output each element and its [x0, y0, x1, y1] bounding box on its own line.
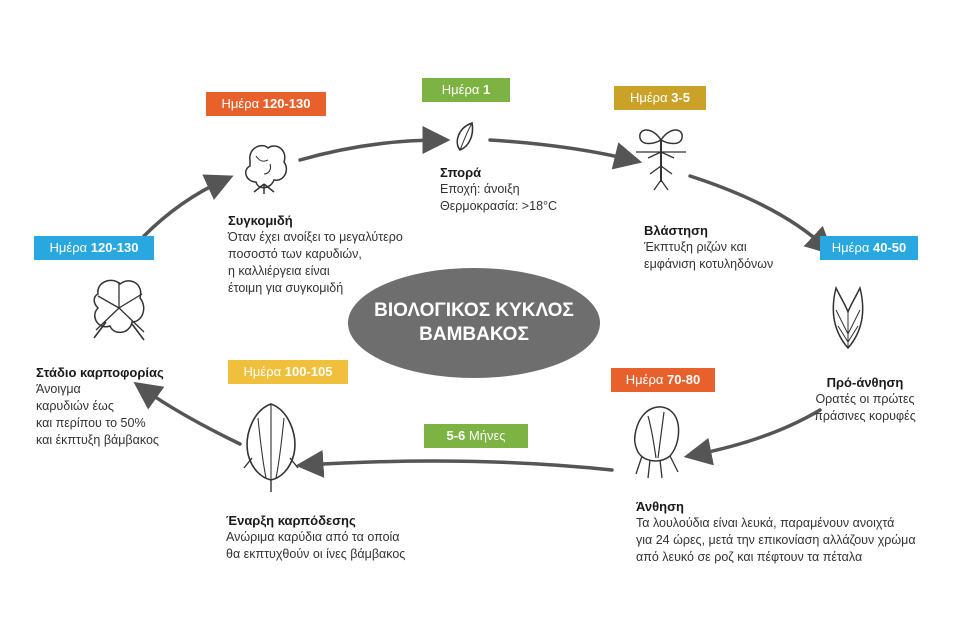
stage-title: Πρό-άνθηση: [826, 375, 904, 390]
stage-title: Έναρξη καρπόδεσης: [226, 513, 356, 528]
bud-icon: [243, 403, 299, 492]
stage-desc-line: έτοιμη για συγκομιδή: [228, 281, 344, 295]
badge-prefix: Ημέρα: [630, 90, 672, 105]
cycle-title-line1: ΒΙΟΛΟΓΙΚΟΣ ΚΥΚΛΟΣ: [374, 300, 574, 321]
stage-sowing: Σπορά Εποχή: άνοιξη Θερμοκρασία: >18°C: [440, 164, 600, 215]
badge-bloom-day: Ημέρα 70-80: [611, 368, 715, 392]
arrow-fruitset-to-boll: [133, 381, 242, 446]
stage-desc-line: και περίπου το 50%: [36, 416, 146, 430]
stage-bloom: Άνθηση Τα λουλούδια είναι λευκά, παραμέν…: [636, 498, 936, 566]
badge-prefix: Ημέρα: [221, 96, 263, 111]
stage-desc-line: πράσινες κορυφές: [814, 409, 916, 423]
badge-sowing-day: Ημέρα 1: [422, 78, 510, 102]
stage-desc-line: ποσοστό των καρυδιών,: [228, 247, 362, 261]
badge-fruitset-day: Ημέρα 100-105: [228, 360, 348, 384]
stage-desc-line: καρυδιών έως: [36, 399, 114, 413]
arrow-germination-to-prebloom: [688, 174, 834, 256]
stage-desc-line: η καλλιέργεια είναι: [228, 264, 330, 278]
stage-boll: Στάδιο καρποφορίας Άνοιγμα καρυδιών έως …: [36, 364, 196, 449]
badge-prefix: Ημέρα: [49, 240, 91, 255]
stage-desc-line: Εποχή: άνοιξη: [440, 182, 520, 196]
badge-value: 3-5: [671, 90, 690, 105]
arrow-sowing-to-germination: [488, 138, 643, 170]
badge-value: 40-50: [872, 240, 907, 255]
badge-prefix: Ημέρα: [625, 372, 667, 387]
stage-desc-line: και έκπτυξη βάμβακος: [36, 433, 159, 447]
stage-desc-line: Ανώριμα καρύδια από τα οποία: [226, 530, 400, 544]
badge-value: 100-105: [284, 364, 333, 379]
stage-title: Συγκομιδή: [228, 213, 293, 228]
stage-desc-line: εμφάνιση κοτυληδόνων: [644, 257, 774, 271]
seed-icon: [456, 121, 474, 151]
badge-suffix: Μήνες: [465, 428, 506, 443]
badge-prefix: Ημέρα: [243, 364, 285, 379]
badge-harvest-day: Ημέρα 120-130: [206, 92, 326, 116]
open-boll-icon: [93, 279, 145, 341]
flower-icon: [633, 406, 680, 479]
arrow-bloom-to-fruitset: [295, 449, 614, 478]
arrow-prebloom-to-bloom: [683, 408, 822, 466]
leaf-icon: [832, 285, 864, 350]
stage-title: Στάδιο καρποφορίας: [36, 365, 164, 380]
arrow-boll-to-harvest: [142, 174, 234, 238]
stage-title: Βλάστηση: [644, 223, 708, 238]
stage-desc-line: Τα λουλούδια είναι λευκά, παραμένουν ανο…: [636, 516, 895, 530]
badge-value: 1: [482, 82, 491, 97]
badge-germination-day: Ημέρα 3-5: [614, 86, 706, 110]
stage-prebloom: Πρό-άνθηση Ορατές οι πρώτες πράσινες κορ…: [800, 374, 930, 425]
badge-duration: 5-6 Μήνες: [424, 424, 528, 448]
cycle-title: ΒΙΟΛΟΓΙΚΟΣ ΚΥΚΛΟΣ ΒΑΜΒΑΚΟΣ: [348, 268, 600, 378]
badge-value: 120-130: [90, 240, 139, 255]
stage-title: Σπορά: [440, 165, 482, 180]
badge-prefix: Ημέρα: [441, 82, 483, 97]
stage-desc-line: Έκπτυξη ριζών και: [644, 240, 747, 254]
stage-desc-line: Άνοιγμα: [36, 382, 81, 396]
stage-desc-line: Ορατές οι πρώτες: [815, 392, 915, 406]
stage-desc-line: θα εκπτυχθούν οι ίνες βάμβακος: [226, 547, 406, 561]
badge-value: 120-130: [262, 96, 311, 111]
stage-desc-line: για 24 ώρες, μετά την επικονίαση αλλάζου…: [636, 533, 916, 547]
badge-prefix: Ημέρα: [831, 240, 873, 255]
stage-fruitset: Έναρξη καρπόδεσης Ανώριμα καρύδια από τα…: [226, 512, 436, 563]
stage-desc-line: Θερμοκρασία: >18°C: [440, 199, 558, 213]
stage-desc-line: από λευκό σε ροζ και πέφτουν τα πέταλα: [636, 550, 863, 564]
arrow-harvest-to-sowing: [298, 126, 451, 162]
badge-prebloom-day: Ημέρα 40-50: [820, 236, 918, 260]
cycle-title-line2: ΒΑΜΒΑΚΟΣ: [419, 324, 529, 345]
badge-value: 70-80: [666, 372, 701, 387]
stage-germination: Βλάστηση Έκπτυξη ριζών και εμφάνιση κοτυ…: [644, 222, 814, 273]
badge-boll-day: Ημέρα 120-130: [34, 236, 154, 260]
sprout-icon: [636, 129, 686, 191]
stage-harvest: Συγκομιδή Όταν έχει ανοίξει το μεγαλύτερ…: [228, 212, 428, 297]
badge-value: 5-6: [446, 428, 466, 443]
stage-desc-line: Όταν έχει ανοίξει το μεγαλύτερο: [228, 230, 403, 244]
cotton-boll-icon: [245, 144, 288, 194]
stage-title: Άνθηση: [636, 499, 684, 514]
